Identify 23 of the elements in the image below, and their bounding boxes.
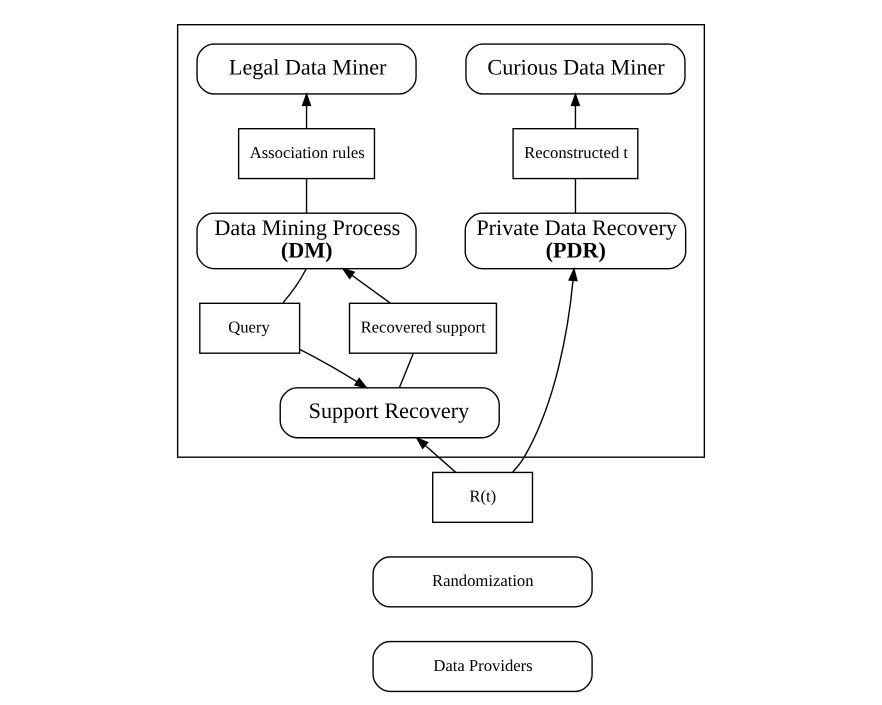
- arrow: [512, 267, 578, 472]
- cluster: [176, 24, 706, 458]
- node-box: Data Mining Process (DM): [196, 212, 417, 270]
- arrow: [302, 92, 312, 129]
- connector: [574, 178, 576, 213]
- arrow: [299, 348, 368, 389]
- node-box: Support Recovery: [280, 387, 500, 438]
- node-box: R(t): [432, 472, 534, 523]
- connector: [282, 268, 307, 304]
- node-box: Query: [199, 302, 300, 354]
- arrow: [341, 268, 390, 304]
- node-box: Data Providers: [372, 640, 593, 692]
- node-box: Recovered support: [348, 302, 498, 354]
- connector: [398, 353, 414, 388]
- node-box: Legal Data Miner: [196, 43, 417, 95]
- connector: [306, 178, 308, 213]
- node-box: Randomization: [372, 556, 593, 608]
- node-box: Curious Data Miner: [465, 43, 686, 95]
- arrow: [570, 92, 580, 129]
- node-box: Reconstructed t: [512, 128, 639, 180]
- node-box: Association rules: [238, 128, 376, 180]
- node-box: Private Data Recovery (PDR): [464, 212, 686, 270]
- arrow: [415, 436, 456, 473]
